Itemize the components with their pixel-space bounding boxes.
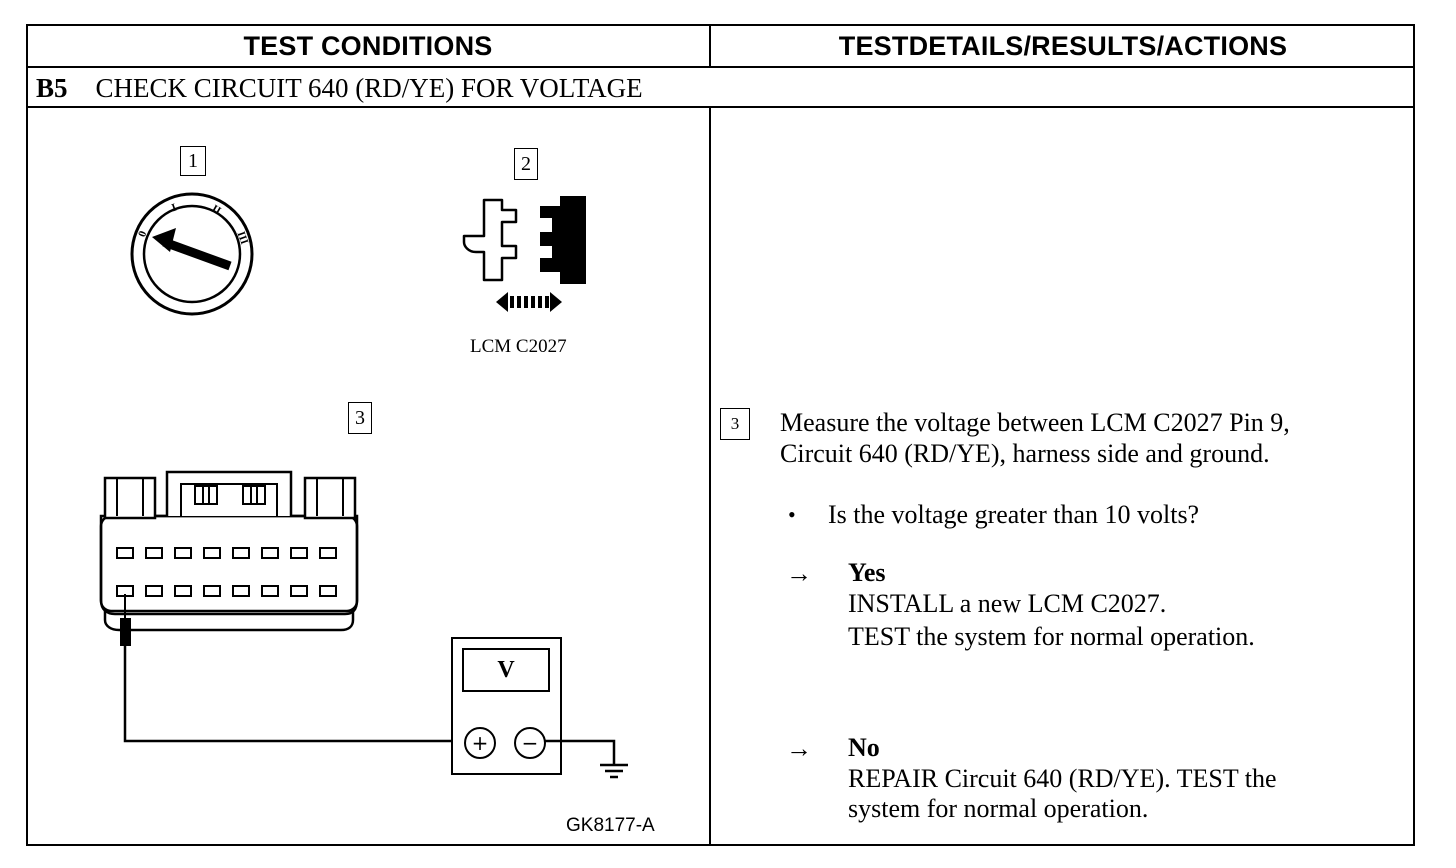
figure-id: GK8177-A [566,815,655,836]
test-details-header: TESTDETAILS/RESULTS/ACTIONS [838,30,1288,61]
connector-label: LCM C2027 [470,336,567,357]
step-callout-3: 3 [720,408,750,440]
ground-icon [545,739,628,779]
test-table [26,24,1415,846]
callout-3: 3 [348,402,372,434]
yes-arrow: → [786,559,812,588]
positive-terminal-symbol: + [471,731,489,755]
yes-action-line-1: INSTALL a new LCM C2027. [848,589,1167,618]
step-title: CHECK CIRCUIT 640 (RD/YE) FOR VOLTAGE [95,72,643,103]
no-action-line-1: REPAIR Circuit 640 (RD/YE). TEST the [848,764,1277,793]
voltmeter-display: V [462,648,550,692]
negative-terminal-symbol: − [521,731,539,755]
step-divider [26,106,1415,108]
step-id: B5 [36,72,68,103]
ignition-switch-icon [130,192,254,316]
test-lead-wire [123,646,465,743]
column-divider-body [709,106,711,846]
yes-action-line-2: TEST the system for normal operation. [848,622,1255,651]
column-divider-top [709,24,711,67]
question-bullet: • [788,502,796,527]
test-conditions-header: TEST CONDITIONS [243,30,493,61]
callout-1: 1 [180,146,206,176]
no-action-line-2: system for normal operation. [848,794,1149,823]
header-divider [26,66,1415,68]
no-label: No [848,733,880,762]
harness-connector-icon [99,470,359,646]
yes-label: Yes [848,558,886,587]
question-text: Is the voltage greater than 10 volts? [828,500,1200,529]
positive-terminal: + [464,727,496,759]
step-title-row: B5 CHECK CIRCUIT 640 (RD/YE) FOR VOLTAGE [36,70,643,106]
instruction-line-2: Circuit 640 (RD/YE), harness side and gr… [780,439,1270,468]
instruction-line-1: Measure the voltage between LCM C2027 Pi… [780,408,1290,437]
negative-terminal: − [514,727,546,759]
disconnected-connector-icon [462,196,586,312]
voltmeter [451,637,562,775]
callout-2: 2 [514,148,538,180]
no-arrow: → [786,734,812,763]
voltmeter-symbol: V [497,656,515,683]
